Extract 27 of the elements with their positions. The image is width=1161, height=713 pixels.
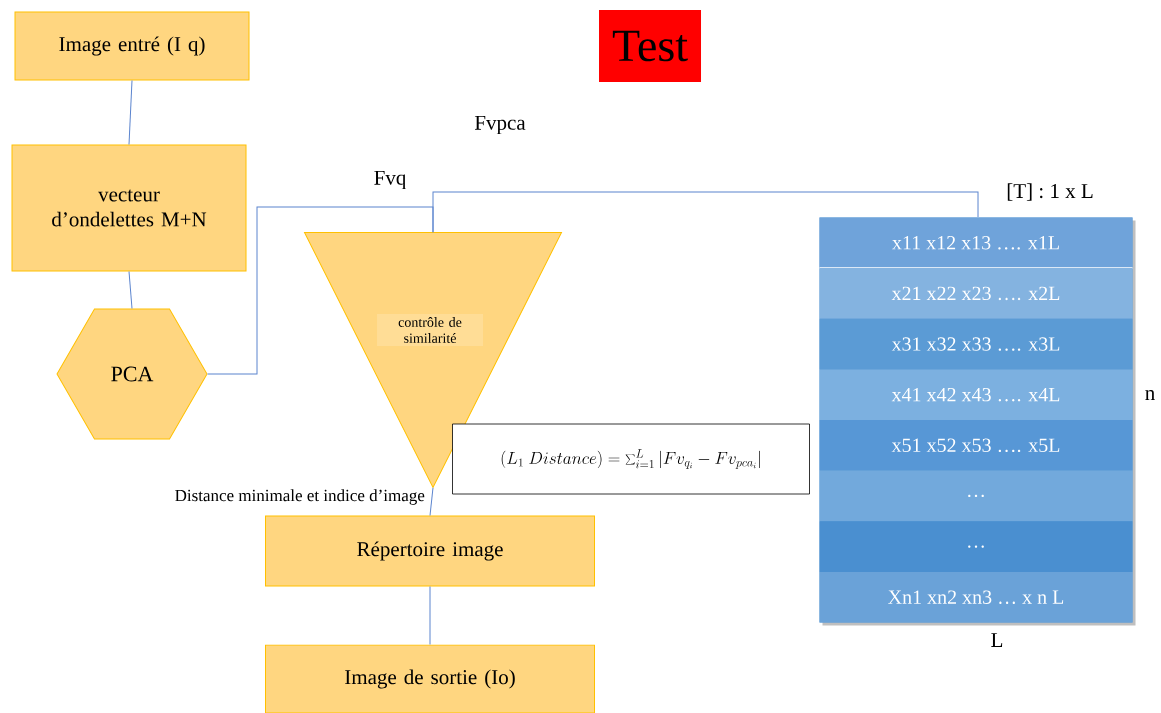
connector-line (128, 80, 133, 145)
table-row: x51 x52 x53 …. x5L (819, 420, 1133, 471)
process-box: Image de sortie (Io) (265, 644, 595, 713)
table-row: … (819, 521, 1133, 572)
table-row: x11 x12 x13 …. x1L (819, 217, 1133, 269)
table-row: x21 x22 x23 …. x2L (819, 268, 1133, 319)
table-row: x41 x42 x43 …. x4L (819, 369, 1133, 420)
formula-box: $(L_1\ Distance) = \sum_{i=1}^{L}\left|Fv_{q_i} - Fv_{pca_i}\right|$ (452, 423, 810, 495)
table-row: Xn1 xn2 xn3 … x n L (819, 571, 1133, 623)
process-box: Image entré (I q) (14, 11, 250, 81)
pca-hexagon: PCA (56, 308, 208, 440)
connector-line (128, 271, 133, 310)
connector-line (207, 206, 434, 375)
process-box: vecteur d’ondelettes M+N (11, 144, 247, 272)
process-box: Répertoire image (265, 515, 595, 587)
dimension-label: [T] : 1 x L (1007, 183, 1093, 201)
edge-label: Distance minimale et indice d’image (173, 488, 426, 506)
connector-line (429, 487, 434, 516)
dimension-label: L (991, 633, 1003, 647)
dimension-label: n (1145, 390, 1155, 400)
edge-label: Fvq (372, 169, 408, 191)
table-row: x31 x32 x33 …. x3L (819, 318, 1133, 370)
title-box: Test (599, 10, 701, 82)
connector-line (429, 586, 431, 645)
table-row: … (819, 470, 1133, 522)
vector-label: Fvpca (474, 115, 526, 135)
connector-line (432, 191, 979, 233)
